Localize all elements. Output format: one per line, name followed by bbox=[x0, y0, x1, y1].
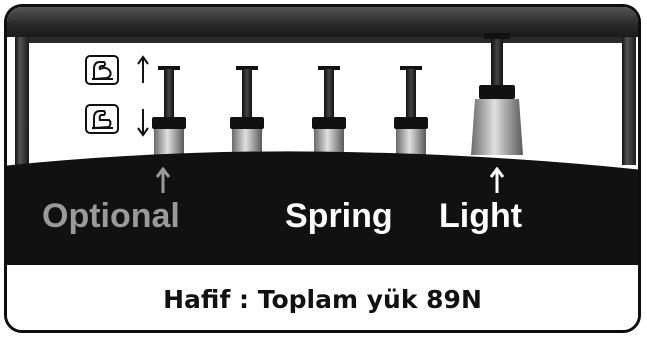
spring-cylinders bbox=[152, 33, 523, 155]
arrow-up-icon bbox=[137, 55, 149, 83]
cylinder-3 bbox=[312, 66, 346, 155]
arm-flex-up-icon bbox=[85, 55, 119, 85]
spring-label: Spring bbox=[285, 197, 393, 235]
light-label: Light bbox=[439, 197, 523, 235]
light-arrow-icon bbox=[489, 167, 505, 193]
left-post bbox=[15, 37, 29, 165]
arrow-down-icon bbox=[137, 109, 149, 137]
load-illustration-frame: Optional Spring Light Hafif : Toplam yük… bbox=[4, 4, 641, 333]
right-post bbox=[622, 37, 636, 165]
cylinder-optional bbox=[152, 66, 186, 155]
cylinder-4 bbox=[394, 66, 428, 155]
arm-flex-down-icon bbox=[85, 104, 119, 134]
top-rail bbox=[27, 37, 623, 43]
optional-label: Optional bbox=[42, 197, 180, 235]
caption-area: Hafif : Toplam yük 89N bbox=[7, 265, 638, 330]
cylinder-light bbox=[471, 33, 523, 155]
dark-ground bbox=[7, 151, 638, 279]
top-frame-bar bbox=[7, 7, 638, 37]
optional-arrow-icon bbox=[155, 167, 171, 193]
cylinder-2 bbox=[230, 66, 264, 155]
caption-text: Hafif : Toplam yük 89N bbox=[163, 284, 482, 314]
